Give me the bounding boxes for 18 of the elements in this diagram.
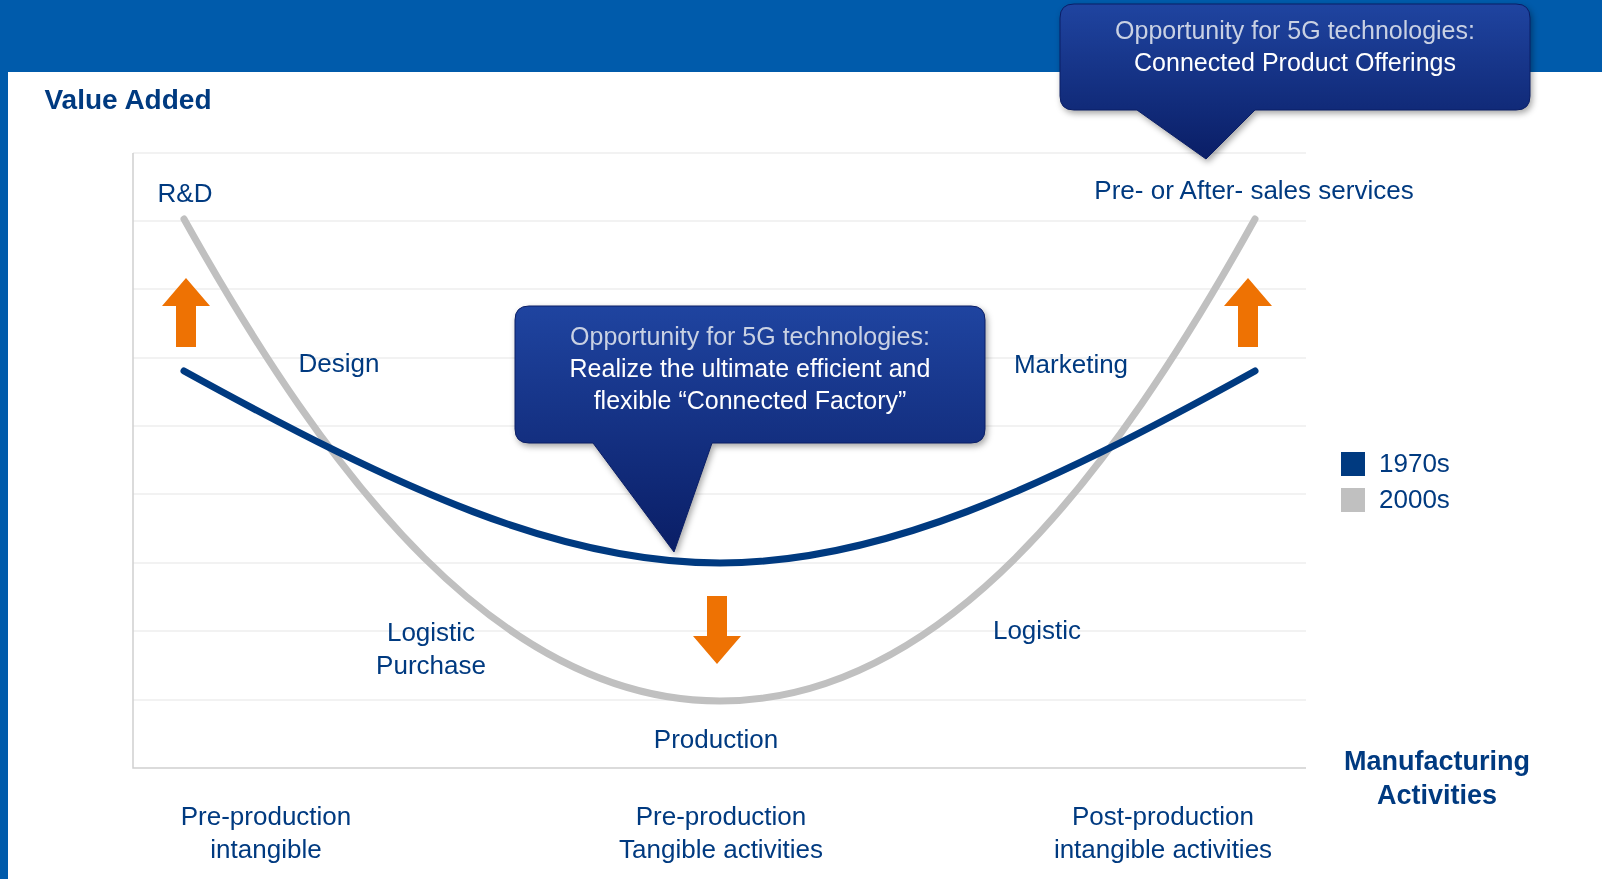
callout-text: Realize the ultimate efficient and flexible “Connected Factory” bbox=[568, 353, 932, 416]
category-label: Post-production intangible activities bbox=[1052, 799, 1274, 865]
category-label: Pre-production Tangible activities bbox=[618, 799, 824, 865]
activity-label: R&D bbox=[157, 176, 213, 210]
activity-label: Logistic Purchase bbox=[375, 615, 487, 681]
callout-heading: Opportunity for 5G technologies: bbox=[569, 321, 931, 352]
activity-label: Marketing bbox=[1013, 347, 1129, 381]
callout-text: Connected Product Offerings bbox=[1133, 47, 1457, 78]
legend-label: 2000s bbox=[1379, 484, 1450, 515]
axis-title: Value Added bbox=[44, 82, 212, 117]
activity-label: Design bbox=[298, 346, 380, 380]
activity-label: Production bbox=[653, 722, 779, 756]
callout-heading: Opportunity for 5G technologies: bbox=[1114, 15, 1476, 46]
axis-title: Manufacturing Activities bbox=[1343, 745, 1531, 812]
category-label: Pre-production intangible bbox=[179, 799, 353, 865]
activity-label: Pre- or After- sales services bbox=[1094, 173, 1414, 207]
legend-label: 1970s bbox=[1379, 448, 1450, 479]
activity-label: Logistic bbox=[992, 613, 1082, 647]
